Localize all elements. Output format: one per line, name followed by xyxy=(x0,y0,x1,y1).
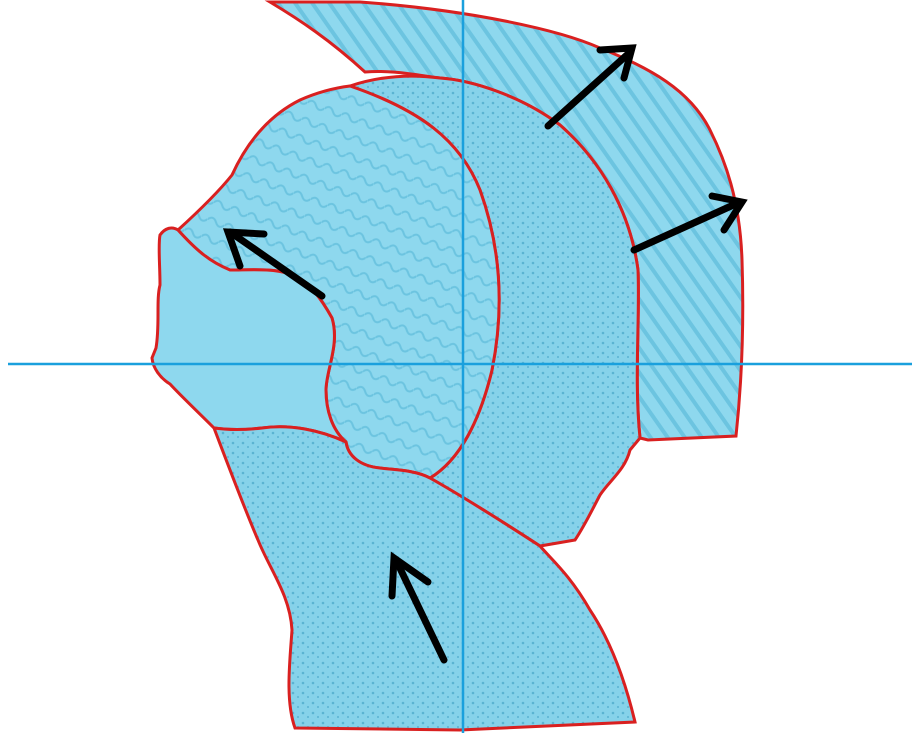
figure-canvas xyxy=(0,0,912,733)
